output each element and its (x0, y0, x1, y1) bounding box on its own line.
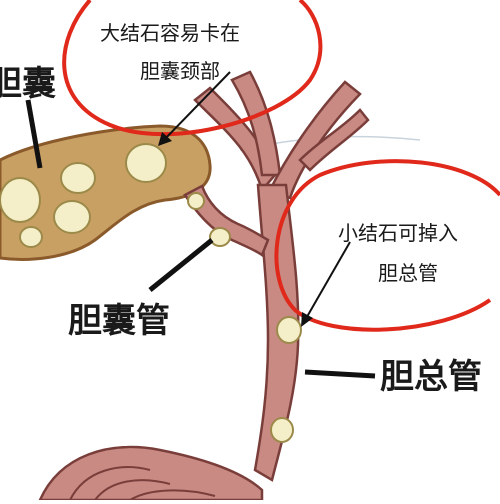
gallstone (187, 192, 205, 210)
callout-small-stone-line2: 胆总管 (378, 261, 438, 285)
red-circle-right (274, 159, 500, 332)
duodenum-folds (69, 466, 216, 501)
callout-large-stone-line2: 胆囊颈部 (140, 59, 220, 83)
gallstones (0, 143, 302, 443)
label-common-bile-duct: 胆总管 (380, 357, 482, 397)
hepatic-branch-right (268, 80, 362, 200)
gallstone (19, 226, 43, 248)
label-cystic-duct: 胆囊管 (68, 301, 170, 341)
hepatic-branch-right-small (298, 108, 370, 172)
callout-large-stone-line1: 大结石容易卡在 (100, 21, 240, 45)
arrow-small-stone-head (301, 312, 313, 327)
hepatic-ducts (193, 70, 370, 200)
gallstone-duct (276, 316, 302, 344)
gallstone (53, 200, 91, 234)
label-gallbladder: 胆囊 (0, 64, 56, 104)
leader-gallbladder (25, 99, 43, 169)
arrow-large-stone (161, 71, 231, 143)
hepatic-branch-top (230, 70, 282, 177)
arrow-large-stone-head (158, 132, 172, 146)
red-circle-top (62, 0, 323, 137)
duodenum-shape (38, 445, 264, 502)
cystic-duct-shape (183, 184, 270, 257)
gallstone (209, 227, 231, 247)
gallstone-neck (125, 143, 167, 183)
gallstone (270, 417, 294, 443)
leader-common-bile-duct (304, 369, 376, 379)
callout-small-stone-line1: 小结石可掉入 (338, 221, 458, 245)
arrow-small-stone (303, 241, 351, 323)
gallstone (0, 177, 41, 223)
gallstone (60, 162, 96, 194)
leader-lines (25, 71, 376, 379)
leader-cystic-duct (148, 238, 214, 292)
